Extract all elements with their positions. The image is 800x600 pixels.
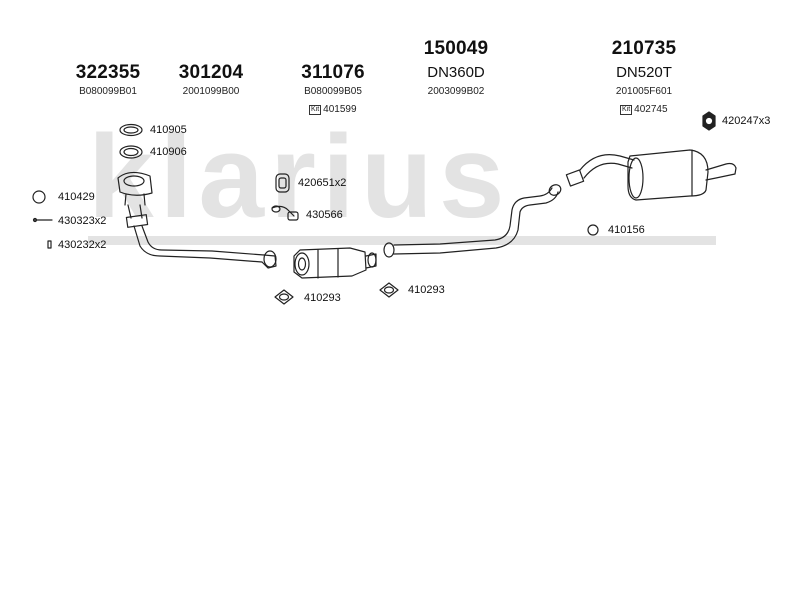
mount-420247-shape — [702, 111, 716, 131]
gasket-410293-a-shape — [274, 289, 294, 305]
clamp-430566-shape — [271, 205, 299, 221]
watermark-bar — [88, 236, 716, 245]
label-430566: 430566 — [306, 209, 343, 221]
label-430232: 430232x2 — [58, 239, 107, 251]
kit-icon: Kit — [620, 105, 633, 115]
oem-code-210735: 201005F601 — [615, 86, 673, 97]
part-number-301204: 301204 — [178, 62, 244, 83]
label-410906: 410906 — [150, 146, 187, 158]
label-420651: 420651x2 — [298, 177, 347, 189]
part-subtitle-210735: DN520T — [616, 64, 672, 81]
oem-code-311076: B080099B05 — [304, 86, 362, 97]
part-number-210735: 210735 — [611, 38, 677, 59]
label-430323: 430323x2 — [58, 215, 107, 227]
part-number-150049: 150049 — [423, 38, 489, 59]
ring-410429-shape — [32, 190, 46, 204]
gasket-410905-shape — [119, 123, 143, 137]
label-410905: 410905 — [150, 124, 187, 136]
pipe-301204-shape — [261, 250, 277, 269]
gasket-410906-shape — [119, 145, 143, 159]
ring-410156-shape — [587, 224, 599, 236]
label-420247: 420247x3 — [722, 115, 771, 127]
gasket-410293-b-shape — [379, 282, 399, 298]
oem-code-150049: 2003099B02 — [427, 86, 485, 97]
nut-430232-shape — [47, 240, 52, 249]
downpipe-322355-shape — [117, 171, 265, 263]
silencer-210735-shape — [565, 149, 737, 201]
part-number-311076: 311076 — [301, 62, 365, 83]
kit-icon: Kit — [309, 105, 322, 115]
label-410156: 410156 — [608, 224, 645, 236]
label-410429: 410429 — [58, 191, 95, 203]
pipe-150049-shape — [383, 184, 562, 258]
catalyst-311076-shape — [293, 247, 377, 279]
oem-code-301204: 2001099B00 — [182, 86, 240, 97]
mount-420651-shape — [275, 173, 290, 193]
bolt-430323-shape — [32, 217, 53, 223]
oem-code-322355: B080099B01 — [79, 86, 137, 97]
part-number-322355: 322355 — [75, 62, 141, 83]
label-410293-a: 410293 — [304, 292, 341, 304]
label-410293-b: 410293 — [408, 284, 445, 296]
part-subtitle-150049: DN360D — [427, 64, 485, 81]
brand-watermark: klarius — [88, 111, 511, 243]
